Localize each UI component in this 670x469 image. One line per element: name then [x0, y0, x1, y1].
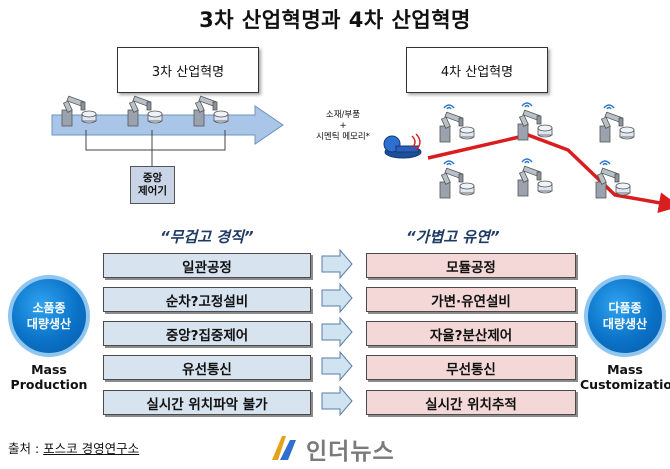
mass-customization-caption-line1: Mass [607, 362, 643, 377]
right-row-text: 가변·유연설비 [431, 293, 511, 310]
right-row: 무선통신 [366, 355, 576, 380]
mass-production-caption-line1: Mass [31, 362, 67, 377]
arrow-icon [321, 385, 353, 417]
robot-icon [517, 165, 553, 197]
fourth-revolution-label-text: 4차 산업혁명 [440, 64, 514, 80]
left-row-text: 중앙?집중제어 [165, 327, 249, 344]
comparison-arrows [321, 248, 353, 417]
source-prefix: 출처 : [8, 441, 44, 456]
mass-customization-line1: 다품종 [608, 301, 642, 315]
materials-line3: 시멘틱 메모리* [316, 132, 370, 142]
arrow-icon [321, 316, 353, 348]
right-row: 모듈공정 [366, 253, 576, 278]
right-row-text: 자율?분산제어 [429, 327, 513, 344]
left-row-text: 실시간 위치파악 불가 [146, 396, 268, 413]
controller-label-line1: 중앙 [142, 172, 163, 184]
materials-line2: + [339, 121, 347, 131]
mass-production-circle: 소품종 대량생산 [8, 275, 90, 357]
arrow-icon [321, 248, 353, 280]
left-row: 순차?고정설비 [103, 287, 311, 312]
materials-line1: 소재/부품 [325, 110, 361, 120]
right-row-text: 실시간 위치추적 [425, 396, 517, 413]
arrow-icon [321, 282, 353, 314]
right-row-text: 모듈공정 [446, 259, 496, 276]
robot-icon [439, 111, 475, 143]
third-revolution-label: 3차 산업혁명 [117, 47, 259, 93]
wifi-icon [603, 104, 615, 110]
fourth-revolution-label: 4차 산업혁명 [406, 47, 548, 93]
wifi-icon [521, 158, 533, 164]
logo-text: 인더뉴스 [306, 439, 395, 465]
robot-icon [439, 167, 475, 199]
right-row-text: 무선통신 [446, 361, 496, 378]
left-heading: “무겁고 경직” [160, 228, 254, 246]
left-row-text: 유선통신 [182, 361, 232, 378]
wifi-icon [521, 102, 533, 108]
robot-icon [517, 109, 553, 141]
left-row-text: 순차?고정설비 [165, 293, 249, 310]
mass-customization-circle: 다품종 대량생산 [584, 275, 666, 357]
wifi-icon [411, 133, 421, 151]
mass-customization-line2: 대량생산 [602, 317, 648, 331]
wifi-icon [599, 160, 611, 166]
right-heading: “가볍고 유연” [406, 228, 500, 246]
left-row-text: 일관공정 [182, 259, 232, 276]
logo-icon [272, 436, 296, 460]
mass-production-line2: 대량생산 [26, 317, 72, 331]
mass-customization-caption: Mass Customizatio [580, 362, 670, 392]
third-revolution-label-text: 3차 산업혁명 [151, 64, 225, 80]
left-row: 중앙?집중제어 [103, 321, 311, 346]
wifi-icon [443, 160, 455, 166]
right-row: 가변·유연설비 [366, 287, 576, 312]
source-note: 출처 : 포스코 경영연구소 [8, 438, 139, 457]
controller-label-line2: 제어기 [138, 185, 167, 197]
left-row: 실시간 위치파악 불가 [103, 390, 311, 415]
mass-production-line1: 소품종 [32, 301, 66, 315]
mass-production-caption: Mass Production [0, 362, 98, 392]
publisher-logo: 인더뉴스 [272, 432, 395, 466]
right-row: 실시간 위치추적 [366, 390, 576, 415]
central-controller: 중앙 제어기 [130, 166, 175, 204]
arrow-icon [321, 350, 353, 382]
left-row: 일관공정 [103, 253, 311, 278]
materials-label: 소재/부품 + 시멘틱 메모리* [308, 110, 378, 143]
left-row: 유선통신 [103, 355, 311, 380]
source-org: 포스코 경영연구소 [43, 441, 140, 456]
wifi-icon [443, 104, 455, 110]
page-title: 3차 산업혁명과 4차 산업혁명 [199, 8, 471, 32]
mass-production-caption-line2: Production [10, 377, 88, 392]
production-flow-arrow [427, 133, 670, 214]
right-row: 자율?분산제어 [366, 321, 576, 346]
mass-customization-caption-line2: Customizatio [580, 377, 670, 392]
robot-icon [599, 111, 635, 143]
memory-device-icon [383, 135, 422, 159]
